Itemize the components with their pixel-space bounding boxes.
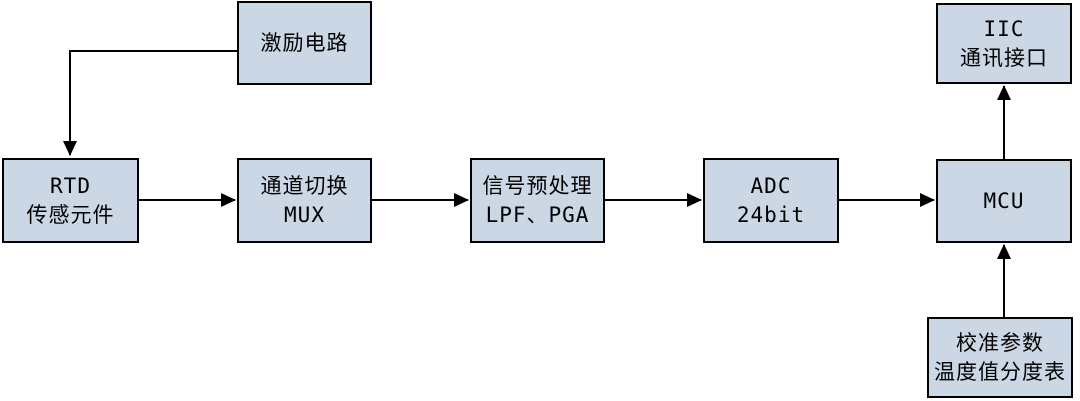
block-label: LPF、PGA bbox=[485, 202, 590, 227]
block-calibration-table: 校准参数 温度值分度表 bbox=[927, 317, 1073, 398]
block-label: RTD bbox=[50, 173, 91, 198]
block-label: 信号预处理 bbox=[482, 173, 593, 198]
block-label: 通讯接口 bbox=[960, 45, 1048, 70]
block-label: ADC bbox=[750, 173, 792, 198]
block-label: 温度值分度表 bbox=[934, 359, 1066, 384]
block-label: IIC bbox=[983, 16, 1025, 41]
block-mcu: MCU bbox=[936, 159, 1072, 243]
arrow-excitation-to-rtd bbox=[63, 50, 237, 156]
block-label: 传感元件 bbox=[26, 202, 115, 227]
block-iic-interface: IIC 通讯接口 bbox=[936, 3, 1072, 84]
block-label: MUX bbox=[284, 202, 325, 227]
block-adc-24bit: ADC 24bit bbox=[703, 158, 839, 243]
block-rtd-sensor: RTD 传感元件 bbox=[2, 158, 139, 243]
block-label: 激励电路 bbox=[260, 30, 349, 55]
block-label: 通道切换 bbox=[260, 173, 349, 198]
block-signal-preprocessing: 信号预处理 LPF、PGA bbox=[470, 158, 605, 243]
block-label: 24bit bbox=[736, 202, 806, 227]
block-channel-mux: 通道切换 MUX bbox=[237, 158, 372, 243]
block-label: 校准参数 bbox=[956, 330, 1044, 355]
block-excitation-circuit: 激励电路 bbox=[237, 1, 372, 85]
block-label: MCU bbox=[983, 188, 1025, 213]
